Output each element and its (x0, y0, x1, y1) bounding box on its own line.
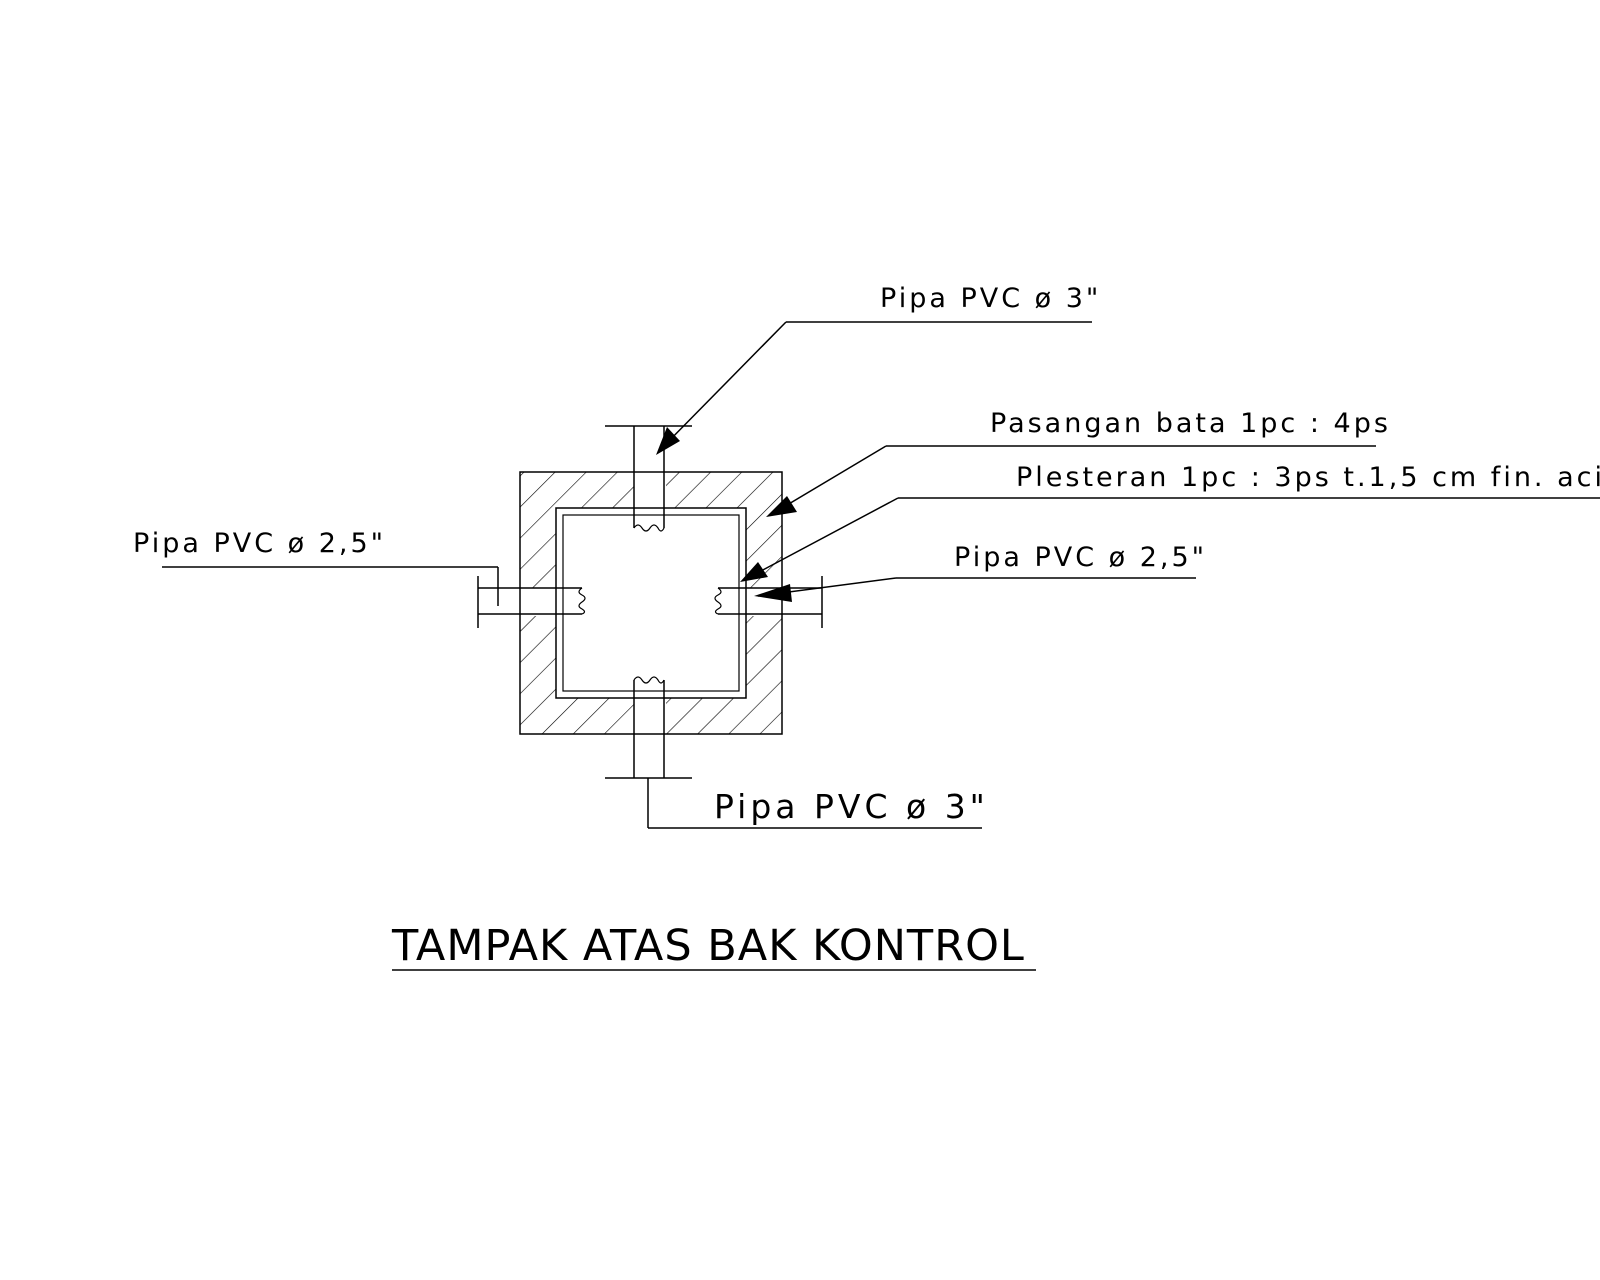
label-pipe-left: Pipa PVC ø 2,5" (133, 528, 386, 559)
leader-brick-wall (766, 445, 1376, 517)
leader-pipe-top (656, 321, 1092, 455)
label-pipe-bottom: Pipa PVC ø 3" (714, 787, 989, 826)
pipe-left (477, 576, 586, 628)
pipe-right (714, 576, 823, 628)
plaster-lining (555, 507, 747, 699)
label-pipe-right: Pipa PVC ø 2,5" (954, 542, 1207, 573)
drawing-title: TAMPAK ATAS BAK KONTROL (391, 921, 1025, 971)
leader-pipe-right (754, 577, 1196, 602)
label-brick-wall: Pasangan bata 1pc : 4ps (990, 408, 1391, 439)
label-plaster: Plesteran 1pc : 3ps t.1,5 cm fin. aci (1016, 462, 1600, 493)
leader-pipe-left (162, 566, 499, 606)
arrowhead-brick-wall (766, 496, 797, 517)
brick-wall (519, 471, 783, 735)
leader-pipe-bottom (647, 778, 982, 829)
label-pipe-top: Pipa PVC ø 3" (880, 283, 1101, 314)
leader-plaster (740, 497, 1600, 582)
arrowhead-pipe-right (754, 584, 792, 602)
arrowhead-pipe-top (656, 427, 680, 455)
arrowhead-plaster (740, 562, 768, 582)
